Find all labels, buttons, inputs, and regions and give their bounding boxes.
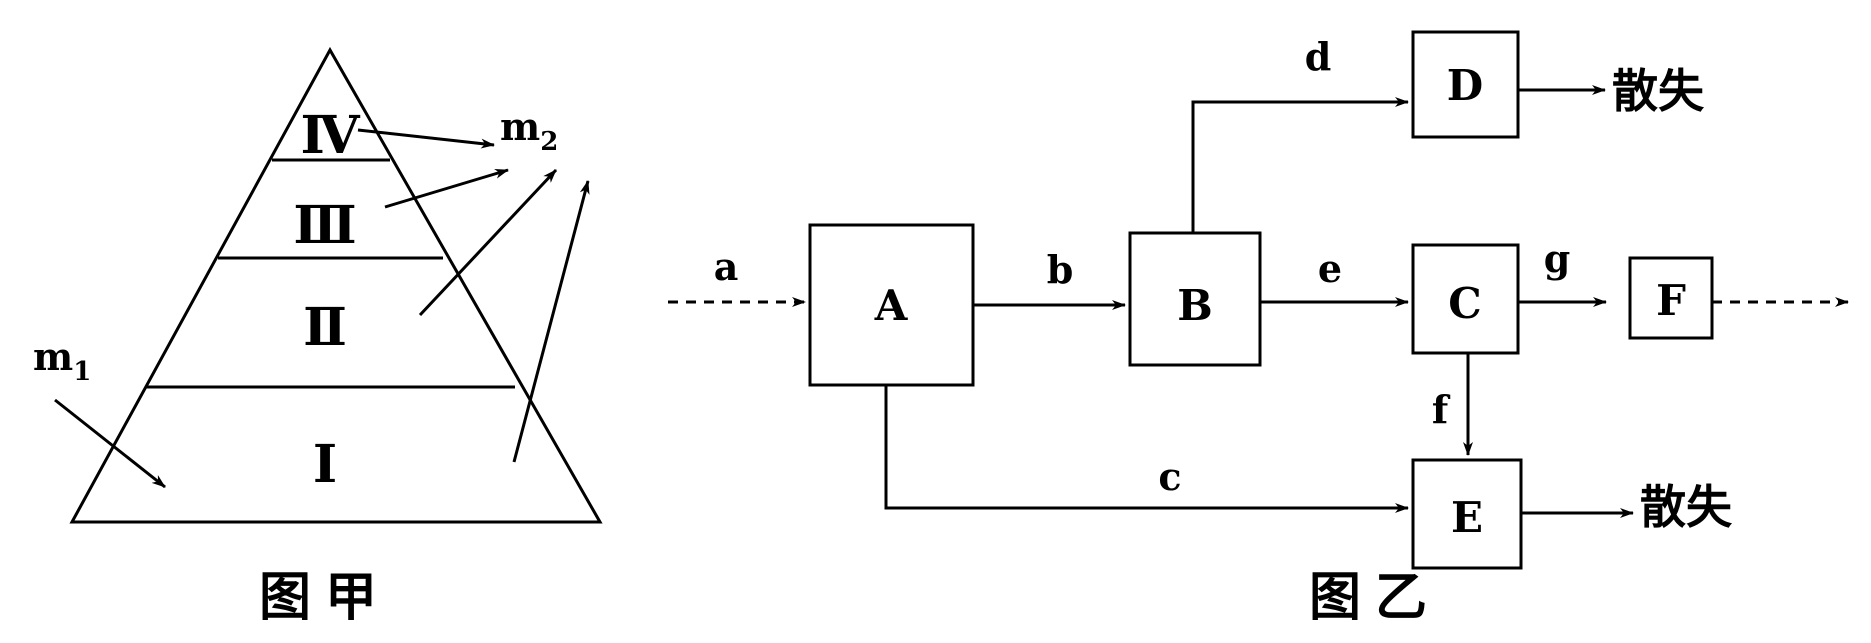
pyramid-diagram: Ⅳ Ⅲ Ⅱ Ⅰ m1 m2 图甲 [33, 46, 603, 628]
loss-label-e: 散失 [1640, 480, 1733, 534]
flow-diagram: a A b B d D 散失 e C g F f [668, 30, 1849, 628]
box-a-label: A [874, 281, 909, 330]
box-e-label: E [1451, 493, 1483, 542]
m2-arrow-from-iii [384, 168, 509, 209]
pyramid-outline [69, 46, 603, 524]
caption-diagram-a: 图甲 [259, 567, 391, 628]
box-c [1411, 243, 1520, 355]
level-iii-label: Ⅲ [293, 195, 356, 256]
arrow-g-label: g [1544, 236, 1571, 281]
box-e [1411, 458, 1523, 570]
m2-arrow-from-ii [418, 168, 558, 317]
arrow-a-label: a [714, 244, 739, 289]
arrow-c-label: c [1158, 454, 1181, 499]
box-c-label: C [1448, 279, 1481, 328]
level-ii-label: Ⅱ [303, 297, 347, 358]
box-b-label: B [1177, 281, 1213, 330]
box-b [1128, 231, 1262, 367]
level-iv-label: Ⅳ [300, 105, 360, 166]
arrow-d-label: d [1305, 34, 1332, 79]
box-d-label: D [1447, 61, 1483, 110]
arrow-b-label: b [1047, 247, 1074, 292]
level-i-label: Ⅰ [313, 434, 337, 495]
caption-diagram-b: 图乙 [1309, 567, 1441, 628]
m2-label: m2 [500, 104, 558, 157]
m2-arrow-from-iv [357, 128, 495, 149]
loss-label-d: 散失 [1612, 64, 1705, 118]
m1-arrow [54, 398, 166, 489]
box-f [1628, 256, 1714, 340]
m1-label: m1 [33, 334, 91, 387]
arrow-c [884, 385, 1409, 513]
box-d [1411, 30, 1520, 139]
arrow-d [1191, 97, 1409, 233]
m2-arrow-from-i [512, 180, 590, 463]
arrow-f-label: f [1432, 387, 1451, 432]
box-f-label: F [1656, 276, 1686, 325]
arrow-e-label: e [1318, 246, 1342, 291]
